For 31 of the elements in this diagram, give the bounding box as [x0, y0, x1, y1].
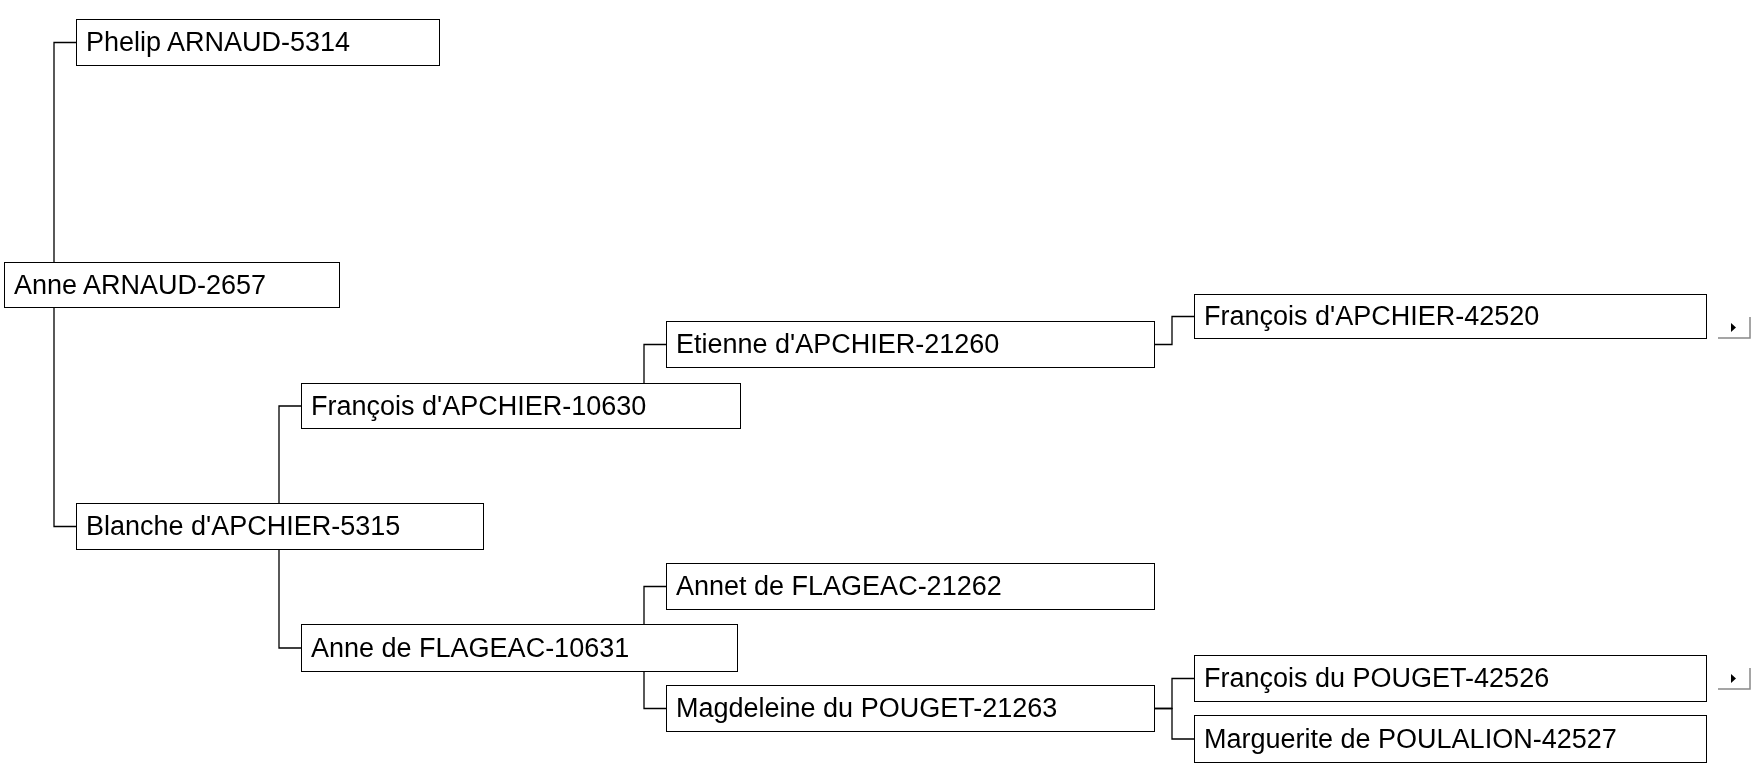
tree-connector [53, 41, 77, 263]
person-box [666, 685, 1155, 732]
tree-connector [278, 405, 302, 504]
person-box [1194, 655, 1707, 702]
person-name: François du POUGET-42526 [1204, 663, 1550, 694]
person-name: Anne ARNAUD-2657 [14, 269, 267, 301]
person-box [301, 624, 738, 672]
person-name: Etienne d'APCHIER-21260 [676, 329, 1000, 360]
person-box [4, 262, 340, 308]
person-name: Marguerite de POULALION-42527 [1204, 723, 1617, 755]
tree-connector [278, 549, 302, 649]
person-name: Annet de FLAGEAC-21262 [676, 571, 1002, 602]
person-name: Phelip ARNAUD-5314 [86, 27, 351, 58]
person-box [1194, 294, 1707, 339]
tree-connector [1154, 315, 1195, 346]
person-box [301, 383, 741, 429]
person-name: Magdeleine du POUGET-21263 [676, 693, 1058, 724]
person-name: Blanche d'APCHIER-5315 [86, 511, 401, 542]
tree-connector [1154, 707, 1195, 740]
person-name: François d'APCHIER-10630 [311, 390, 647, 422]
tree-connector [643, 671, 667, 710]
person-name: Anne de FLAGEAC-10631 [311, 632, 630, 664]
tree-connector [53, 307, 77, 528]
person-box [76, 19, 440, 66]
person-box [666, 563, 1155, 610]
tree-connector [643, 585, 667, 625]
person-box [76, 503, 484, 550]
person-box [666, 321, 1155, 368]
tree-connector [643, 343, 667, 384]
person-name: François d'APCHIER-42520 [1204, 301, 1540, 332]
person-box [1194, 715, 1707, 763]
